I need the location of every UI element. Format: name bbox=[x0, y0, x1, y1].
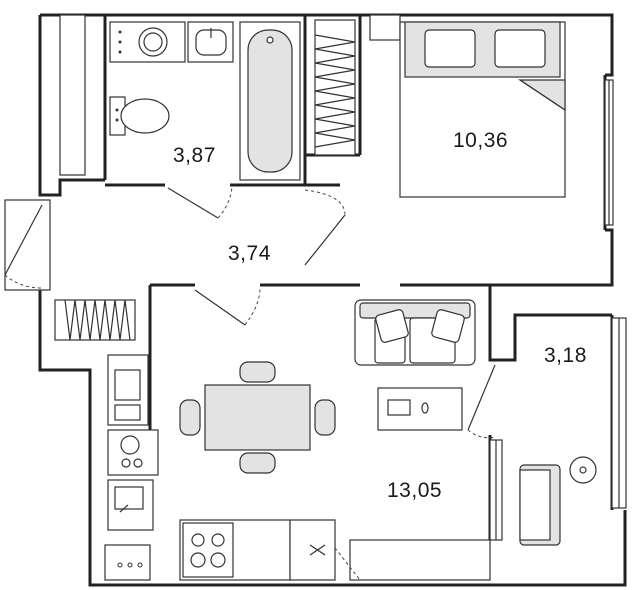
window-left-bath bbox=[59, 14, 86, 176]
entrance-door bbox=[4, 199, 51, 291]
toilet bbox=[109, 96, 170, 136]
bathtub bbox=[239, 21, 301, 181]
bath-sink bbox=[187, 21, 234, 63]
window-bedroom bbox=[604, 79, 614, 226]
double-bed bbox=[399, 21, 566, 198]
balcony-door bbox=[467, 364, 496, 439]
kitchen-door bbox=[194, 287, 261, 326]
bathroom-door bbox=[167, 186, 233, 219]
balcony-area: 3,18 bbox=[544, 344, 587, 367]
bedroom-area: 10,36 bbox=[453, 129, 509, 152]
balcony-furniture bbox=[519, 456, 597, 546]
kitchen-cabinets bbox=[107, 354, 159, 531]
bedroom-door bbox=[304, 189, 346, 266]
washing-machine bbox=[109, 21, 186, 63]
window-living bbox=[489, 439, 503, 541]
kitchen-counter bbox=[104, 519, 491, 581]
tv-stand bbox=[377, 387, 463, 431]
hallway-area: 3,74 bbox=[228, 242, 271, 265]
radiator-hallway bbox=[54, 299, 136, 341]
dining-table bbox=[179, 361, 336, 474]
window-balcony bbox=[611, 317, 627, 509]
outer-walls bbox=[38, 13, 627, 587]
sofa bbox=[354, 299, 476, 366]
radiator-bath-corridor bbox=[314, 19, 356, 156]
bathroom-area: 3,87 bbox=[173, 144, 216, 167]
bedroom-door-frame bbox=[369, 14, 401, 41]
kitchen-living-area: 13,05 bbox=[387, 479, 443, 502]
